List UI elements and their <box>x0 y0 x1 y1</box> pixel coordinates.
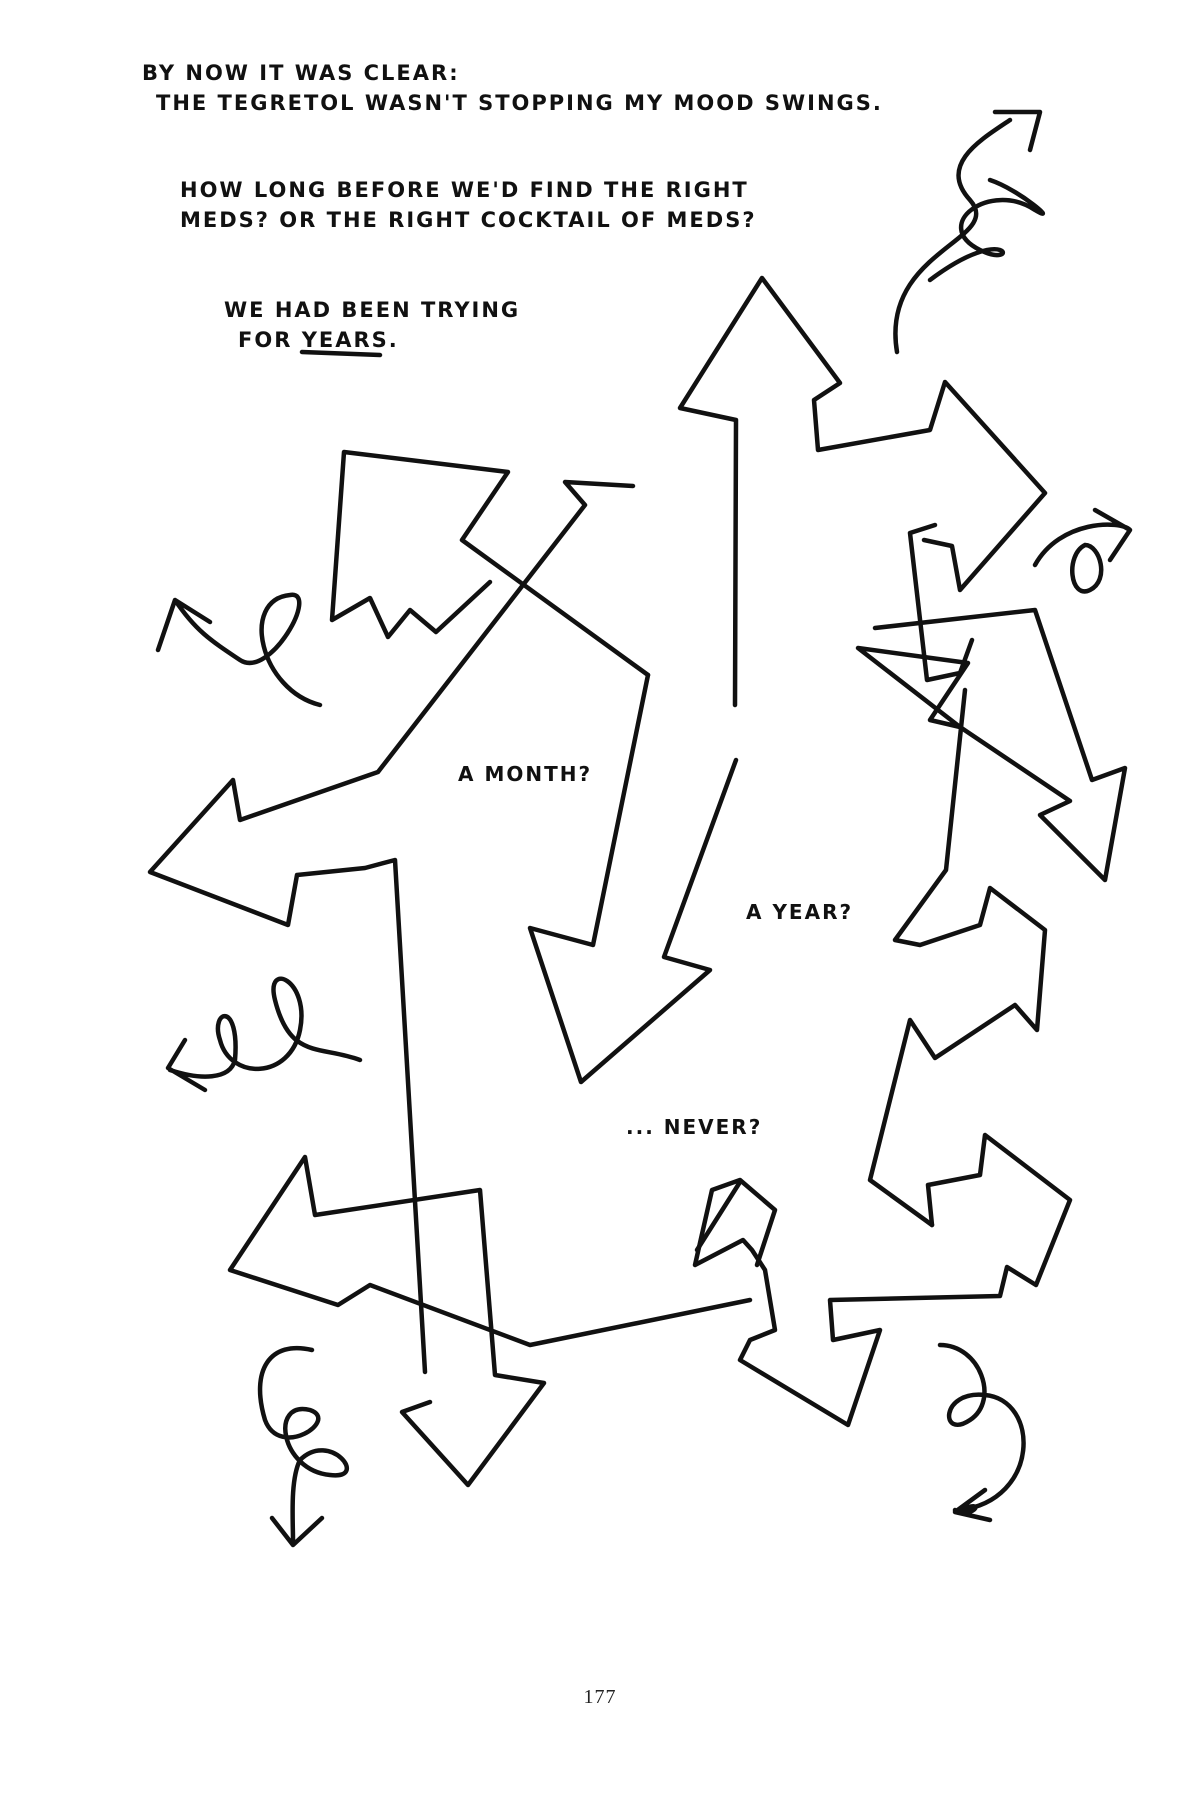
trying-prefix: FOR <box>238 328 302 352</box>
bottom-left-arrow <box>227 1154 753 1488</box>
squiggle-arrow-left-upper <box>155 592 323 708</box>
squiggle-arrow-bottom-right <box>937 1342 1026 1523</box>
narration-block-top: BY NOW IT WAS CLEAR: THE TEGRETOL WASN'T… <box>142 58 883 118</box>
left-arrow-diagonal <box>147 479 636 1375</box>
question-line-2: MEDS? OR THE RIGHT COCKTAIL OF MEDS? <box>180 208 757 232</box>
years-emphasis: YEARS <box>301 328 389 352</box>
squiggle-arrow-bottom-left <box>257 1345 350 1548</box>
question-line-1: HOW LONG BEFORE WE'D FIND THE RIGHT <box>180 178 749 202</box>
down-arrow-center <box>527 672 739 1085</box>
trying-line-2: FOR YEARS. <box>238 325 520 355</box>
trying-suffix: . <box>388 328 399 352</box>
squiggle-arrow-right <box>1032 507 1133 594</box>
up-arrow <box>677 275 1048 708</box>
narration-block-question: HOW LONG BEFORE WE'D FIND THE RIGHT MEDS… <box>180 175 757 235</box>
squiggle-arrow-top-right <box>893 109 1043 355</box>
narration-line-2: THE TEGRETOL WASN'T STOPPING MY MOOD SWI… <box>156 91 883 115</box>
right-arrow-middle <box>855 607 1128 883</box>
narration-block-trying: WE HAD BEEN TRYING FOR YEARS. <box>224 295 520 355</box>
squiggle-arrow-left-middle <box>165 976 363 1093</box>
question-year: A YEAR? <box>746 900 854 924</box>
upper-left-arrow <box>329 449 651 678</box>
small-up-arrow <box>694 1179 743 1253</box>
years-underline <box>299 349 383 358</box>
narration-line-1: BY NOW IT WAS CLEAR: <box>142 61 460 85</box>
page-number: 177 <box>583 1686 617 1708</box>
question-never: ... NEVER? <box>626 1115 763 1139</box>
trying-line-1: WE HAD BEEN TRYING <box>224 298 521 322</box>
right-arrow-lower <box>692 1132 1073 1428</box>
squiggle-arrow-top-right-detail <box>927 177 1045 283</box>
right-arrow-vertical <box>867 687 1048 1228</box>
question-month: A MONTH? <box>458 762 593 786</box>
